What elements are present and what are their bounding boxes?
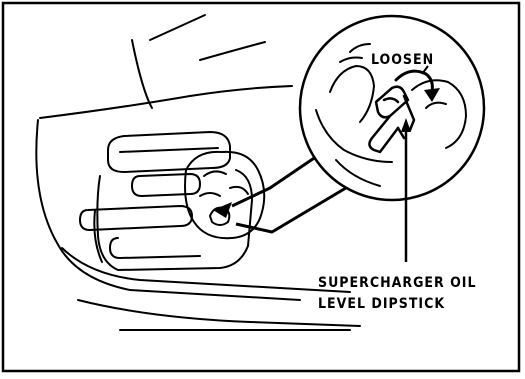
hood-line-top — [150, 15, 205, 40]
supercharger-detail-1 — [204, 171, 226, 176]
supercharger-detail-3 — [230, 187, 248, 194]
engine — [80, 132, 264, 270]
hood-line-left — [132, 40, 152, 108]
dipstick-label-line1: SUPERCHARGER OIL — [318, 275, 477, 291]
fender-side — [36, 120, 300, 300]
body-lower — [62, 248, 350, 292]
intake-tube-1 — [132, 174, 200, 196]
intake-tube-3 — [110, 238, 200, 258]
loosen-label: LOOSEN — [371, 52, 434, 68]
hood-line-mid — [200, 42, 265, 60]
magnifier-circle — [300, 16, 484, 200]
fender-upper — [40, 86, 292, 118]
supercharger-detail-2 — [200, 193, 220, 196]
dipstick-label-line2: LEVEL DIPSTICK — [318, 296, 445, 312]
valve-cover-rib — [120, 148, 218, 152]
